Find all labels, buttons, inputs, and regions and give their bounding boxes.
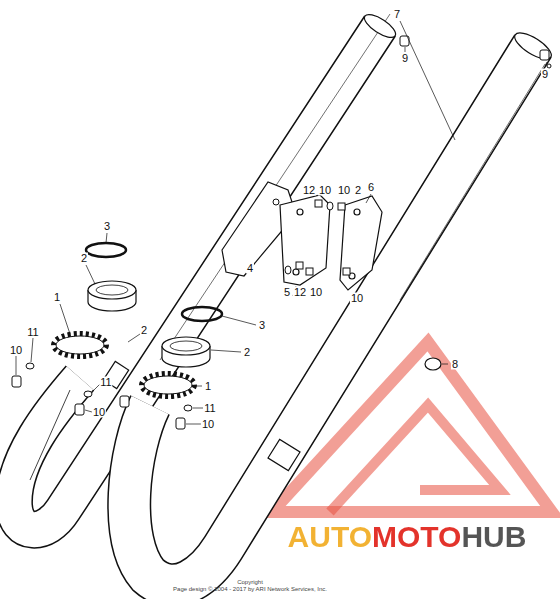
- callout-number: 12: [293, 287, 307, 298]
- callout-number: 3: [258, 320, 266, 331]
- callout-number: 10: [318, 185, 332, 196]
- muffler-bracket: [280, 195, 382, 290]
- callout-number: 11: [99, 377, 112, 388]
- copyright-note: Page design © 2004 - 2017 by ARI Network…: [172, 586, 328, 592]
- watermark-text: AUTOMOTOHUB: [288, 522, 527, 552]
- copyright-note: Copyright: [236, 579, 264, 585]
- callout-number: 10: [337, 185, 351, 196]
- callout-number: 10: [92, 407, 106, 418]
- callout-number: 10: [201, 419, 215, 430]
- callout-number: 3: [103, 221, 111, 232]
- callout-number: 6: [367, 182, 375, 193]
- callout-number: 9: [401, 53, 409, 64]
- callout-number: 12: [302, 185, 316, 196]
- callout-number: 10: [309, 287, 323, 298]
- callout-number: 5: [283, 287, 291, 298]
- end-cap: [400, 36, 551, 68]
- callout-number: 10: [9, 345, 23, 356]
- callout-number: 2: [243, 347, 251, 358]
- bracket-fasteners: [285, 200, 350, 275]
- callout-number: 2: [354, 185, 362, 196]
- right-joint: [120, 307, 222, 429]
- callout-number: 7: [393, 9, 401, 20]
- right-muffler: [129, 28, 555, 585]
- leader-lines: [16, 21, 547, 424]
- callout-number: 8: [451, 359, 459, 370]
- callout-number: 1: [204, 381, 212, 392]
- callout-number: 10: [350, 293, 364, 304]
- left-muffler: [14, 10, 399, 529]
- callout-number: 11: [203, 403, 216, 414]
- left-joint: [12, 243, 136, 415]
- callout-number: 2: [140, 325, 148, 336]
- callout-number: 4: [246, 263, 254, 274]
- callout-number: 1: [53, 292, 61, 303]
- callout-number: 9: [541, 69, 549, 80]
- callout-number: 11: [26, 327, 39, 338]
- rubber-mount: [425, 358, 441, 370]
- callout-number: 2: [80, 253, 88, 264]
